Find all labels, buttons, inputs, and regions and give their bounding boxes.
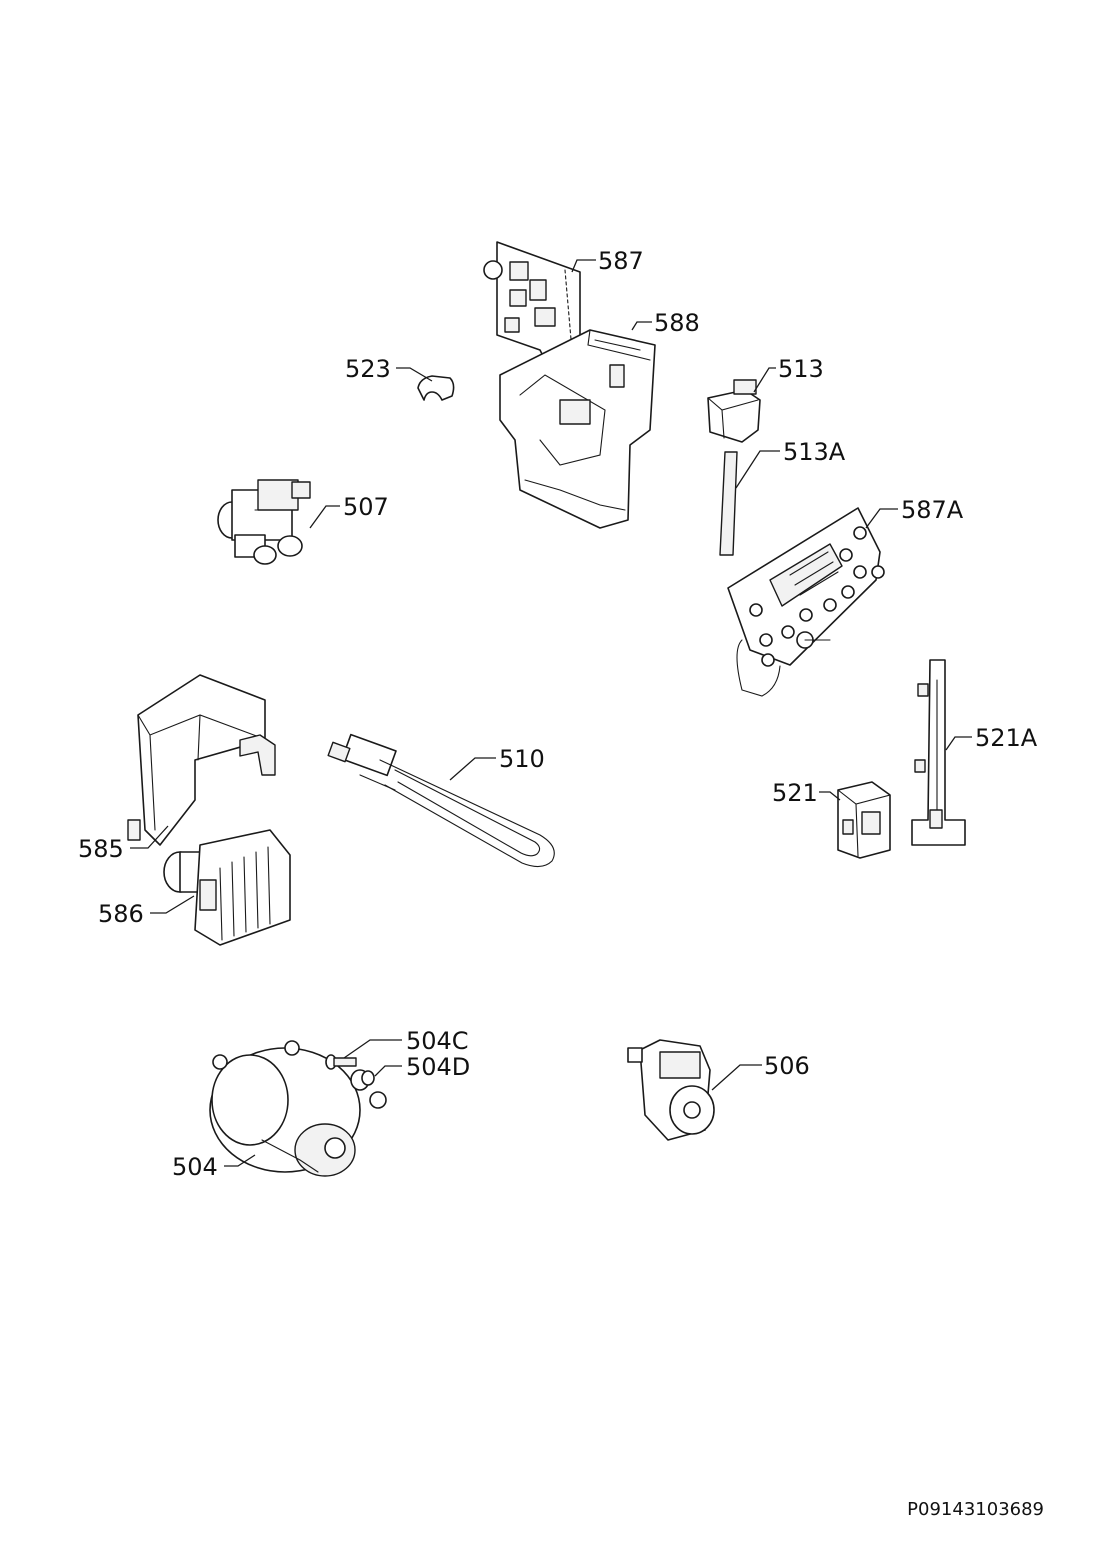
part-510-heating-element[interactable]: [327, 733, 555, 868]
part-504d-bushing[interactable]: [350, 1069, 375, 1091]
part-586-assembly[interactable]: [163, 829, 291, 946]
part-504c-screw[interactable]: [325, 1054, 357, 1070]
part-513a-rod[interactable]: [719, 451, 738, 556]
callout-521a: 521A: [975, 724, 1038, 752]
document-number: P09143103689: [907, 1499, 1044, 1520]
callout-510: 510: [499, 745, 545, 773]
callout-507: 507: [343, 493, 389, 521]
part-506-drain-pump[interactable]: [627, 1039, 715, 1141]
callout-504d: 504D: [406, 1053, 470, 1081]
part-585-cover[interactable]: [127, 674, 276, 846]
callout-585: 585: [78, 835, 124, 863]
part-507-inlet-valve[interactable]: [217, 479, 311, 565]
part-504-motor[interactable]: [209, 1040, 387, 1177]
part-588-board-housing[interactable]: [499, 329, 656, 529]
part-523-clip[interactable]: [417, 375, 455, 401]
part-513-component[interactable]: [707, 379, 761, 443]
callout-513a: 513A: [783, 438, 846, 466]
callout-504: 504: [172, 1153, 218, 1181]
part-587-control-board[interactable]: [483, 241, 581, 421]
callout-506: 506: [764, 1052, 810, 1080]
callout-521: 521: [772, 779, 818, 807]
callout-513: 513: [778, 355, 824, 383]
callout-588: 588: [654, 309, 700, 337]
callout-587a: 587A: [901, 496, 964, 524]
callout-587: 587: [598, 247, 644, 275]
part-521-door-lock[interactable]: [837, 781, 891, 859]
leader-lines: [130, 259, 972, 1167]
part-587a-ui-board[interactable]: [727, 507, 885, 697]
callout-523: 523: [345, 355, 391, 383]
callout-586: 586: [98, 900, 144, 928]
part-521a-rail-bracket[interactable]: [911, 659, 966, 846]
callout-504c: 504C: [406, 1027, 469, 1055]
